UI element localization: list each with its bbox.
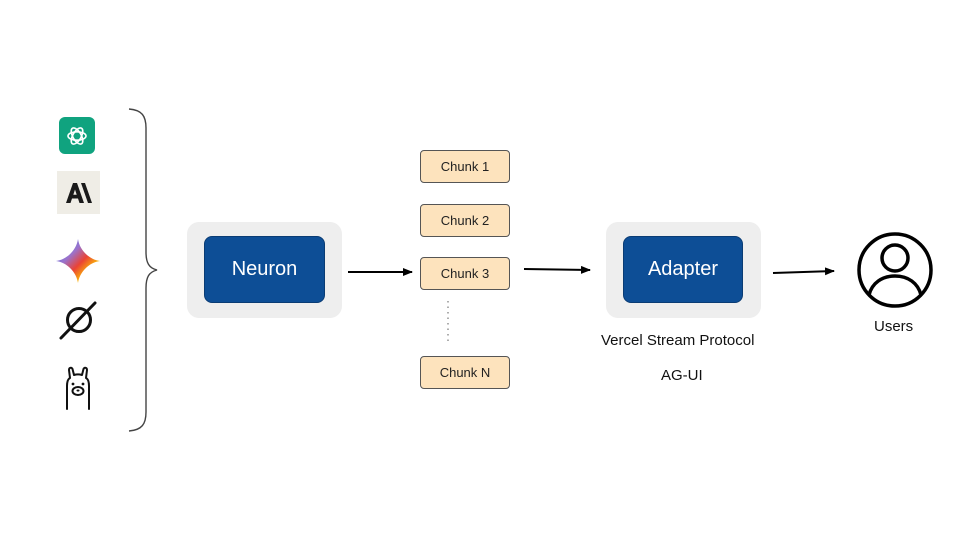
neuron-node: Neuron — [204, 236, 325, 303]
chunk-3-label: Chunk 3 — [440, 266, 490, 281]
chunk-n-label: Chunk N — [439, 365, 491, 380]
gemini-icon — [54, 237, 102, 285]
providers-brace — [128, 108, 158, 432]
anthropic-icon — [57, 171, 100, 214]
chunk-3: Chunk 3 — [420, 257, 510, 290]
openai-icon — [59, 117, 95, 154]
chunk-1-label: Chunk 1 — [440, 159, 490, 174]
agui-protocol-label: AG-UI — [661, 367, 703, 384]
adapter-to-users-arrow — [772, 267, 835, 276]
chunk-n: Chunk N — [420, 356, 510, 389]
adapter-node: Adapter — [623, 236, 743, 303]
chunks-to-adapter-arrow — [523, 265, 591, 274]
neuron-label: Neuron — [231, 258, 298, 280]
vercel-protocol-label: Vercel Stream Protocol — [601, 332, 755, 349]
ollama-icon — [60, 366, 96, 410]
xai-icon — [57, 298, 100, 341]
users-label: Users — [874, 318, 914, 335]
user-icon — [857, 232, 933, 308]
adapter-label: Adapter — [647, 258, 719, 280]
chunk-2-label: Chunk 2 — [440, 213, 490, 228]
chunk-2: Chunk 2 — [420, 204, 510, 237]
chunk-1: Chunk 1 — [420, 150, 510, 183]
